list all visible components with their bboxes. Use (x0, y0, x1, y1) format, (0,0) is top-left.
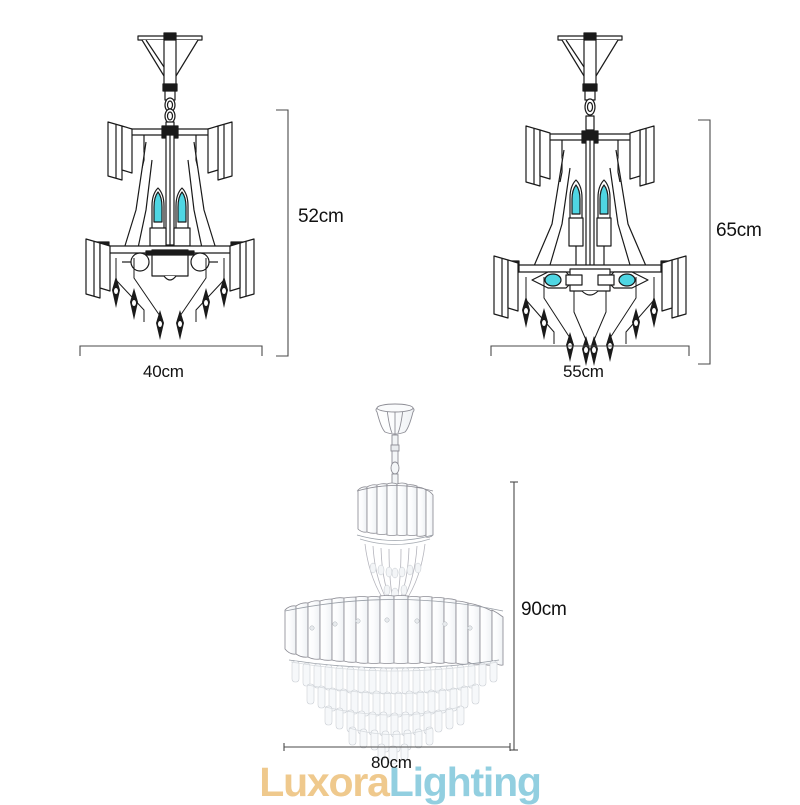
crystal-beads (112, 276, 228, 340)
dimension-bracket-width-55 (489, 344, 691, 360)
dimension-label-width-80: 80cm (371, 753, 412, 772)
watermark-brand-secondary: Lighting (388, 759, 542, 805)
product-drawing-chandelier-medium (470, 10, 710, 370)
chandelier-small-svg (85, 32, 255, 340)
product-render-chandelier-large (265, 398, 525, 765)
chandelier-large-svg (284, 403, 504, 765)
dimension-label-width-40: 40cm (143, 362, 184, 381)
watermark-logo: LuxoraLighting (0, 762, 800, 803)
dimension-bracket-width-80 (283, 742, 511, 752)
dimension-bracket-width-40 (78, 344, 264, 360)
dimension-bracket-height-65 (694, 118, 724, 366)
watermark-brand-primary: Luxora (259, 759, 390, 805)
chandelier-medium-svg (493, 32, 687, 366)
dimension-label-height-90: 90cm (521, 599, 567, 620)
product-drawing-chandelier-small (60, 10, 280, 360)
dimension-label-width-55: 55cm (563, 362, 604, 381)
dimension-bracket-height-90 (504, 480, 524, 752)
dimension-label-height-65: 65cm (716, 220, 762, 241)
dimension-bracket-height-52 (272, 108, 302, 358)
dimension-label-height-52: 52cm (298, 206, 344, 227)
